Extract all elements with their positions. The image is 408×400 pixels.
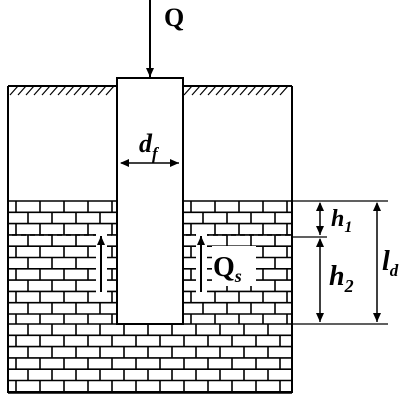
hatch-mark [9,85,19,96]
hatch-mark [65,85,75,96]
diameter-label: df [139,129,160,163]
hatch-mark [271,85,281,96]
hatch-mark [255,85,265,96]
pile-shaft [116,77,184,325]
hatch-mark [17,85,27,96]
hatch-mark [183,85,193,96]
hatch-mark [41,85,51,96]
hatch-mark [215,85,225,96]
soil-boundary [7,85,293,393]
load-label: Q [164,3,184,32]
h1-label: h1 [331,206,352,236]
hatch-mark [191,85,201,96]
ld-label: ld [382,246,399,280]
hatch-mark [49,85,59,96]
shaft-label: Qs [213,252,242,286]
h2-label: h2 [329,261,354,296]
hatch-mark [25,85,35,96]
hatch-mark [279,85,289,96]
hatch-mark [57,85,67,96]
hatch-mark [207,85,217,96]
hatch-mark [81,85,91,96]
hatch-mark [33,85,43,96]
shaft-friction-arrows [96,232,207,294]
dimension-lines [293,200,388,325]
hatch-mark [263,85,273,96]
hatch-mark [223,85,233,96]
ground-hatching [9,85,289,96]
hatch-mark [97,85,107,96]
hatch-mark [73,85,83,96]
hatch-mark [231,85,241,96]
hatch-mark [247,85,257,96]
hatch-mark [89,85,99,96]
hatch-mark [105,85,115,96]
hatch-mark [199,85,209,96]
hatch-mark [239,85,249,96]
